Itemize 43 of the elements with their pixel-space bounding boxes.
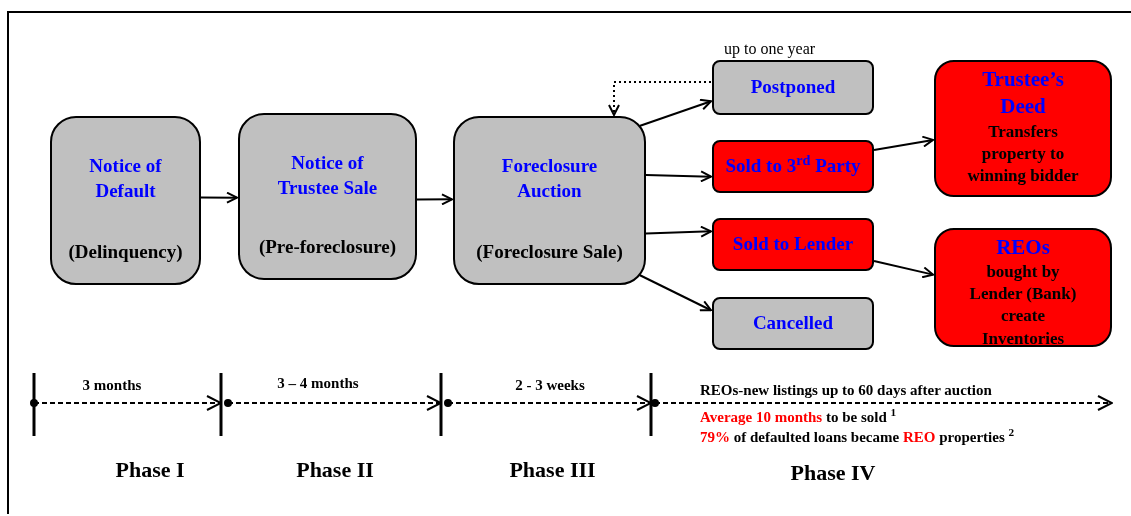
box-title: Cancelled bbox=[752, 311, 834, 336]
box-description: (Pre-foreclosure) bbox=[258, 235, 397, 260]
process-box bbox=[50, 116, 201, 285]
process-box bbox=[238, 113, 417, 280]
process-box bbox=[453, 116, 646, 285]
box-description: (Delinquency) bbox=[68, 240, 183, 265]
box-description: (Foreclosure Sale) bbox=[476, 240, 623, 265]
box-title: Sold to 3$^{rd}$ Party bbox=[725, 154, 861, 179]
process-box bbox=[712, 297, 874, 350]
process-box bbox=[712, 60, 874, 115]
timeline-label: 2 - 3 weeks bbox=[514, 376, 586, 395]
arrow bbox=[638, 274, 712, 312]
process-box bbox=[934, 228, 1112, 347]
timeline-note: 79% of defaulted loans became REO properties $^{2}$ bbox=[700, 428, 1015, 447]
arrow bbox=[873, 260, 934, 279]
box-title: Notice of Default bbox=[88, 154, 163, 203]
box-description: bought by Lender (Bank) create Inventories bbox=[968, 261, 1078, 350]
timeline-label: REOs-new listings up to 60 days after auction bbox=[700, 381, 993, 400]
arrow bbox=[638, 98, 712, 127]
timeline-label: 3 months bbox=[81, 376, 143, 395]
box-title: Foreclosure Auction bbox=[500, 154, 599, 203]
timeline-label: 3 – 4 months bbox=[276, 374, 360, 393]
duration-note: up to one year bbox=[724, 41, 816, 57]
box-title: Postponed bbox=[750, 75, 836, 100]
arrow bbox=[200, 191, 238, 204]
box-title: Trustee’s Deed bbox=[981, 66, 1065, 121]
phase-label: Phase II bbox=[295, 456, 375, 484]
phase-label: Phase IV bbox=[789, 459, 877, 487]
box-title: Sold to Lender bbox=[732, 232, 854, 257]
arrow bbox=[645, 225, 712, 238]
box-title: REOs bbox=[996, 234, 1050, 261]
phase-label: Phase I bbox=[114, 456, 186, 484]
box-title: Notice of Trustee Sale bbox=[276, 151, 379, 200]
arrow bbox=[608, 81, 712, 116]
arrow bbox=[645, 170, 712, 183]
process-box bbox=[712, 218, 874, 271]
process-box bbox=[934, 60, 1112, 197]
arrow bbox=[873, 135, 934, 151]
arrow bbox=[416, 193, 453, 206]
phase-label: Phase III bbox=[508, 456, 597, 484]
box-description: Transfers property to winning bidder bbox=[966, 120, 1080, 187]
timeline-note: Average 10 months to be sold $^{1}$ bbox=[700, 408, 897, 427]
process-box bbox=[712, 140, 874, 193]
